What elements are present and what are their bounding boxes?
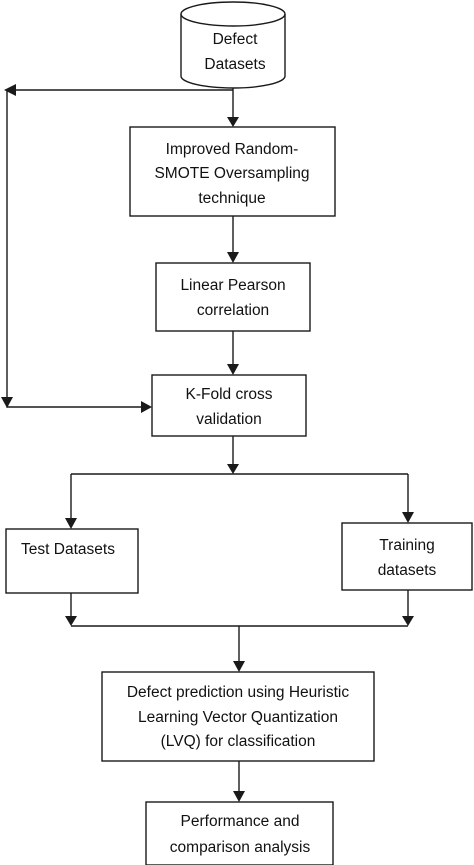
node-label-line: Performance and [181,813,300,830]
node-label-line: SMOTE Oversampling [154,165,309,182]
pearson-box [155,262,311,332]
node-label-line: (LVQ) for classification [161,733,316,750]
kfold-node: K-Fold cross validation [151,374,307,437]
node-label-line: Training [379,537,434,554]
arrowhead-down [233,661,245,672]
pearson-node: Linear Pearson correlation [155,262,311,332]
defect-datasets-node: Defect Datasets [180,1,286,89]
node-label-line: Datasets [204,56,265,73]
arrowhead-right [141,401,152,413]
oversampling-box [129,126,336,217]
arrowhead-down [227,364,239,375]
training-datasets-node: Training datasets [341,522,473,591]
node-label-line: datasets [378,562,437,579]
node-label-line: technique [198,190,265,207]
node-label-line: Linear Pearson [180,277,285,294]
cylinder-top-rim [180,13,286,27]
lvq-node: Defect prediction using Heuristic Learni… [101,671,375,762]
node-label-line: Improved Random- [166,141,299,158]
arrowhead-down [227,117,239,127]
oversampling-node: Improved Random- SMOTE Oversampling tech… [129,126,336,217]
connectors [6,88,409,793]
node-label-line: Defect [213,31,258,48]
connector-left-loop [6,89,233,408]
arrowheads [1,84,414,802]
arrowhead-down [65,616,77,626]
arrowhead-down [227,464,239,474]
arrowhead-down [402,616,414,626]
cylinder-shape [180,1,286,89]
node-label-line: K-Fold cross [186,386,273,403]
kfold-box [151,374,307,437]
arrowhead-down [402,512,414,523]
training-datasets-box [341,522,473,591]
arrowhead-down [233,791,245,802]
lvq-box [101,671,375,762]
node-label-line: comparison analysis [170,839,311,856]
node-label-line: Learning Vector Quantization [138,709,338,726]
performance-box [145,801,334,865]
node-label-line: Defect prediction using Heuristic [127,684,350,701]
performance-node: Performance and comparison analysis [145,801,334,865]
node-label-line: Test Datasets [21,541,115,558]
arrowhead-left [4,84,16,96]
test-datasets-node: Test Datasets [5,528,139,594]
node-label-line: validation [196,411,262,428]
node-label-line: correlation [197,302,269,319]
arrowhead-down [227,252,239,263]
arrowhead-down [65,518,77,529]
test-datasets-box [5,528,139,594]
arrowhead-down [1,397,13,408]
